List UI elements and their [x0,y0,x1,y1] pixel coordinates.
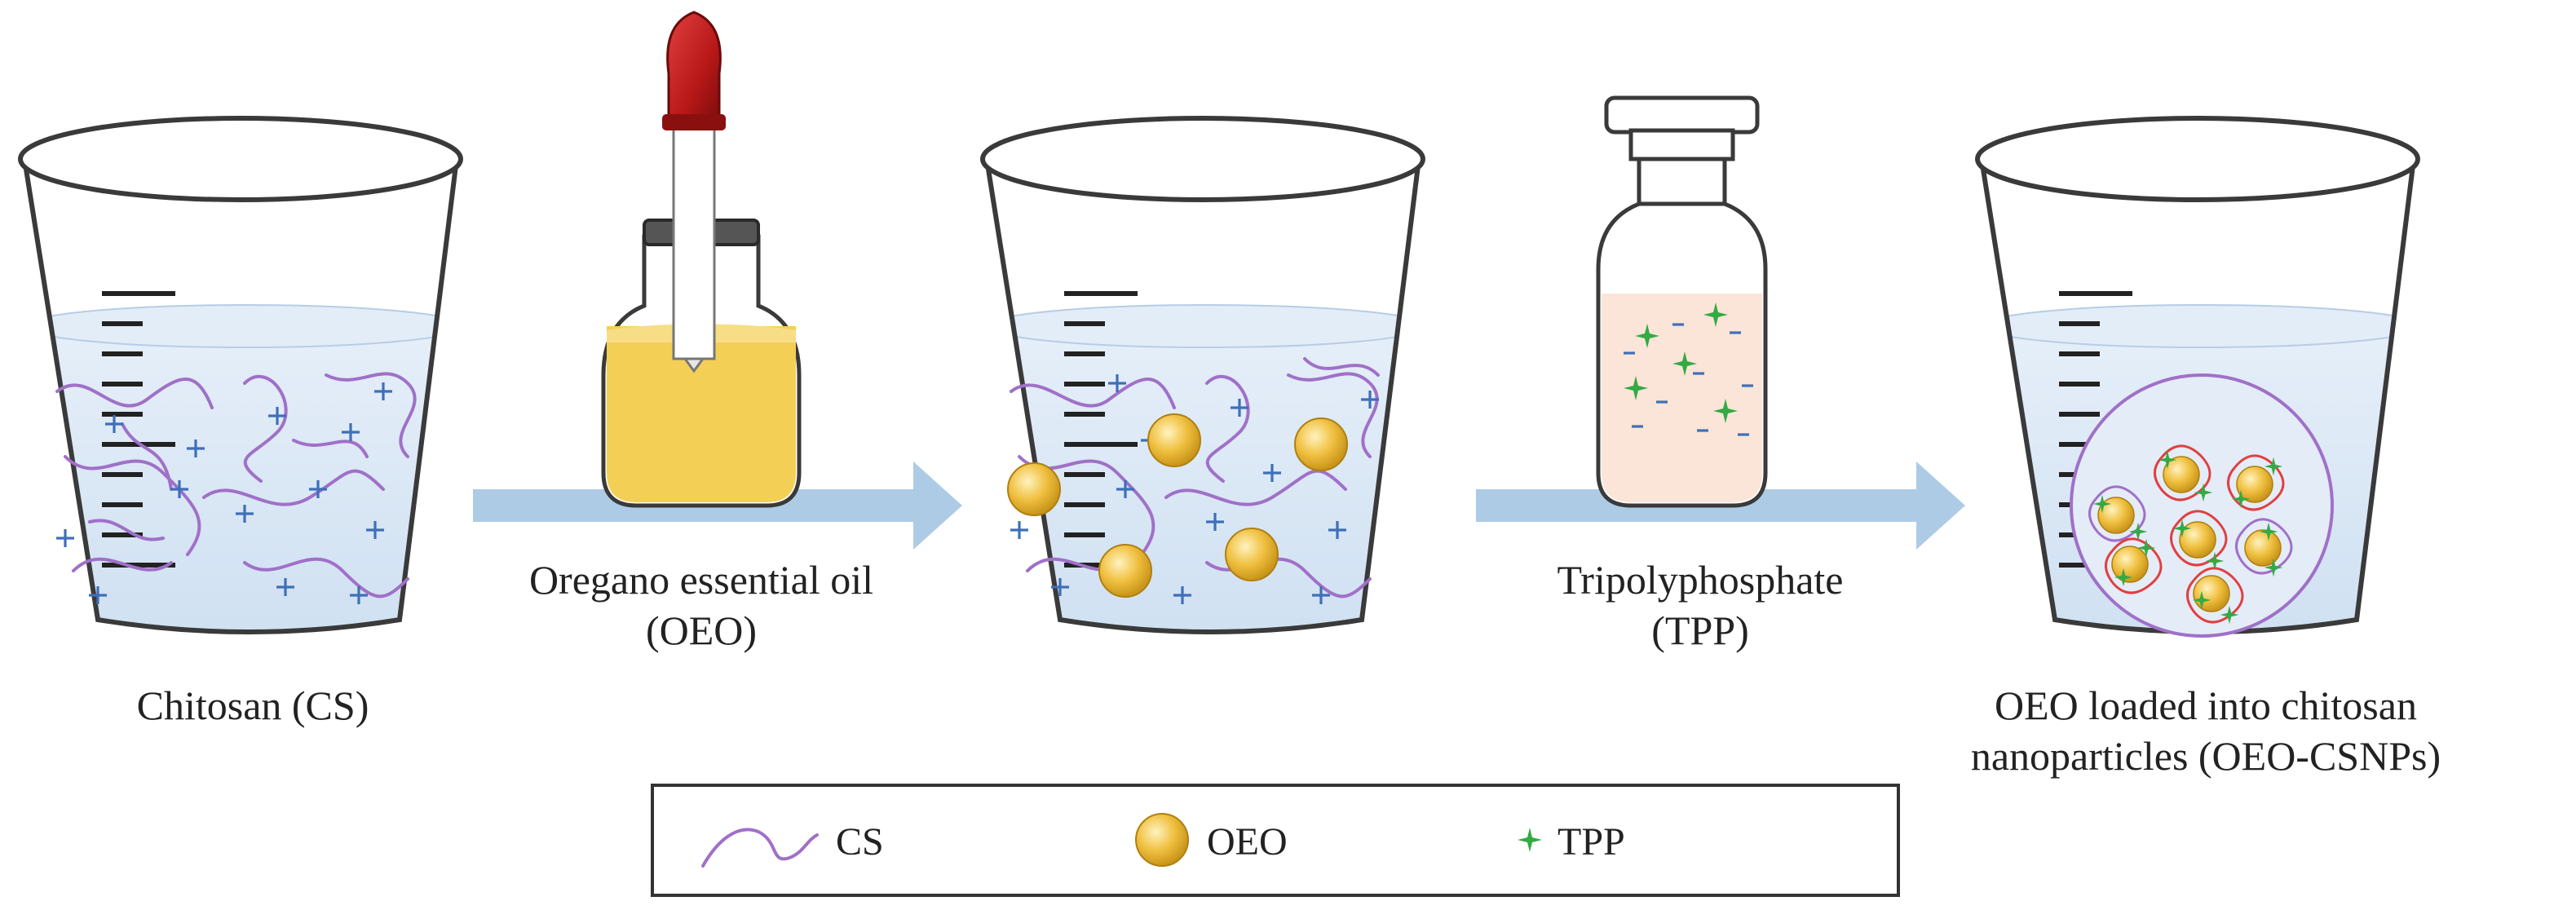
dropper-bulb [666,11,722,124]
nanoparticle [2088,485,2148,542]
label-oeo-line2: (OEO) [646,607,757,653]
legend-box [651,784,1900,897]
nanoparticle [2170,510,2228,571]
chitosan-chains [55,372,417,599]
tpp-jar [1596,95,1768,508]
label-tpp-line2: (TPP) [1651,607,1748,653]
nanoparticle [2227,454,2285,511]
legend-cs-label: CS [836,820,884,864]
legend-oeo-icon [1135,813,1189,867]
legend-tpp-label: TPP [1558,820,1625,864]
nanoparticle [2154,444,2213,502]
label-product-line2: nanoparticles (OEO-CSNPs) [1971,733,2441,779]
oil-droplets [1007,413,1348,598]
beaker-chitosan [18,116,463,634]
label-product-line1: OEO loaded into chitosan [1995,682,2417,728]
graduation-marks [1064,291,1138,568]
label-chitosan: Chitosan (CS) [137,682,369,728]
nanoparticles [2088,444,2293,625]
legend: CS OEO TPP [651,784,1900,897]
nanoparticle [2186,567,2244,625]
beaker-oeo-csnps [1975,116,2420,638]
oil-bottle-with-dropper [601,11,802,508]
nanoparticle [2235,518,2293,577]
beaker-chitosan-oeo [980,116,1425,634]
label-tpp-line1: Tripolyphosphate [1558,557,1844,603]
legend-oeo-label: OEO [1207,820,1288,864]
nanoparticle [2105,537,2163,594]
label-oeo-line1: Oregano essential oil [529,557,873,603]
legend-cs-icon [701,828,819,868]
